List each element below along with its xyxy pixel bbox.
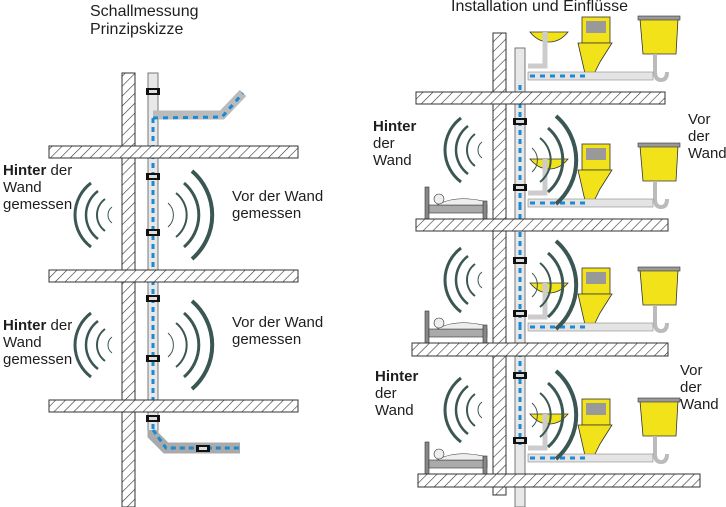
front-wall-line1: Vor — [688, 111, 711, 128]
pipe-clamp — [513, 118, 527, 125]
pipe-clamp — [513, 437, 527, 444]
branch-pipe — [153, 89, 247, 120]
sound-waves-behind-wall — [443, 376, 484, 444]
behind-wall-line3: Wand — [375, 402, 414, 419]
behind-wall-line3: gemessen — [3, 351, 73, 368]
floor-slab — [411, 342, 669, 357]
sound-waves-behind-wall — [73, 311, 114, 379]
right-installation-diagram — [411, 16, 701, 507]
left-title-line2: Prinzipskizze — [90, 21, 184, 38]
behind-wall-bold: Hinter — [373, 118, 417, 135]
wall — [492, 32, 507, 496]
floor-slab — [48, 399, 299, 413]
floor-slab — [417, 473, 701, 488]
floor-fixtures — [528, 16, 680, 80]
front-wall-line1: Vor — [680, 362, 703, 379]
front-wall-line2: der — [680, 379, 702, 396]
behind-wall-line2: der — [373, 135, 395, 152]
sound-waves-behind-wall — [443, 246, 484, 314]
pipe-clamp — [146, 88, 160, 95]
pipe-clamp — [146, 415, 160, 422]
floor-slab — [415, 218, 669, 232]
front-wall-line3: Wand — [688, 145, 726, 162]
behind-wall-line3: gemessen — [3, 196, 73, 213]
sound-waves-front-wall — [166, 169, 215, 261]
sound-waves-front-wall — [166, 299, 215, 391]
pipe-clamp — [513, 310, 527, 317]
behind-wall-line2: der — [375, 385, 397, 402]
front-wall-line3: Wand — [680, 396, 719, 413]
floor-slab — [48, 145, 299, 159]
sound-waves-behind-wall — [443, 116, 484, 184]
front-wall-line2: der — [688, 128, 710, 145]
pipe-clamp — [146, 295, 160, 302]
behind-wall-label: Hinter der — [3, 162, 72, 179]
bed-icon — [424, 186, 488, 220]
behind-wall-bold: Hinter — [375, 368, 419, 385]
wall — [121, 72, 136, 507]
behind-wall-line2: Wand — [3, 179, 42, 196]
left-principle-sketch — [48, 72, 299, 507]
behind-rest: der — [46, 317, 73, 334]
sound-waves-behind-wall — [73, 181, 114, 249]
front-wall-line1: Vor der Wand — [232, 188, 324, 205]
behind-bold: Hinter — [3, 317, 47, 334]
right-title: Installation und Einflüsse — [451, 0, 628, 15]
behind-bold: Hinter — [3, 162, 47, 179]
behind-wall-line3: Wand — [373, 152, 412, 169]
front-wall-line2: gemessen — [232, 205, 302, 222]
pipe-clamp — [146, 355, 160, 362]
left-title-line1: Schallmessung — [90, 3, 199, 20]
behind-rest: der — [46, 162, 73, 179]
floor-slab — [48, 269, 299, 283]
bed-icon — [424, 441, 488, 475]
pipe-clamp — [513, 372, 527, 379]
pipe-clamp — [146, 173, 160, 180]
front-wall-line1: Vor der Wand — [232, 314, 324, 331]
bed-icon — [424, 310, 488, 344]
front-wall-line2: gemessen — [232, 331, 302, 348]
pipe-clamp — [146, 229, 160, 236]
pipe-clamp — [513, 257, 527, 264]
pipe-clamp — [196, 445, 210, 452]
behind-wall-line2: Wand — [3, 334, 42, 351]
pipe-clamp — [513, 184, 527, 191]
floor-slab — [415, 91, 666, 105]
floor-fixtures — [528, 267, 680, 331]
behind-wall-label: Hinter der — [3, 317, 72, 334]
